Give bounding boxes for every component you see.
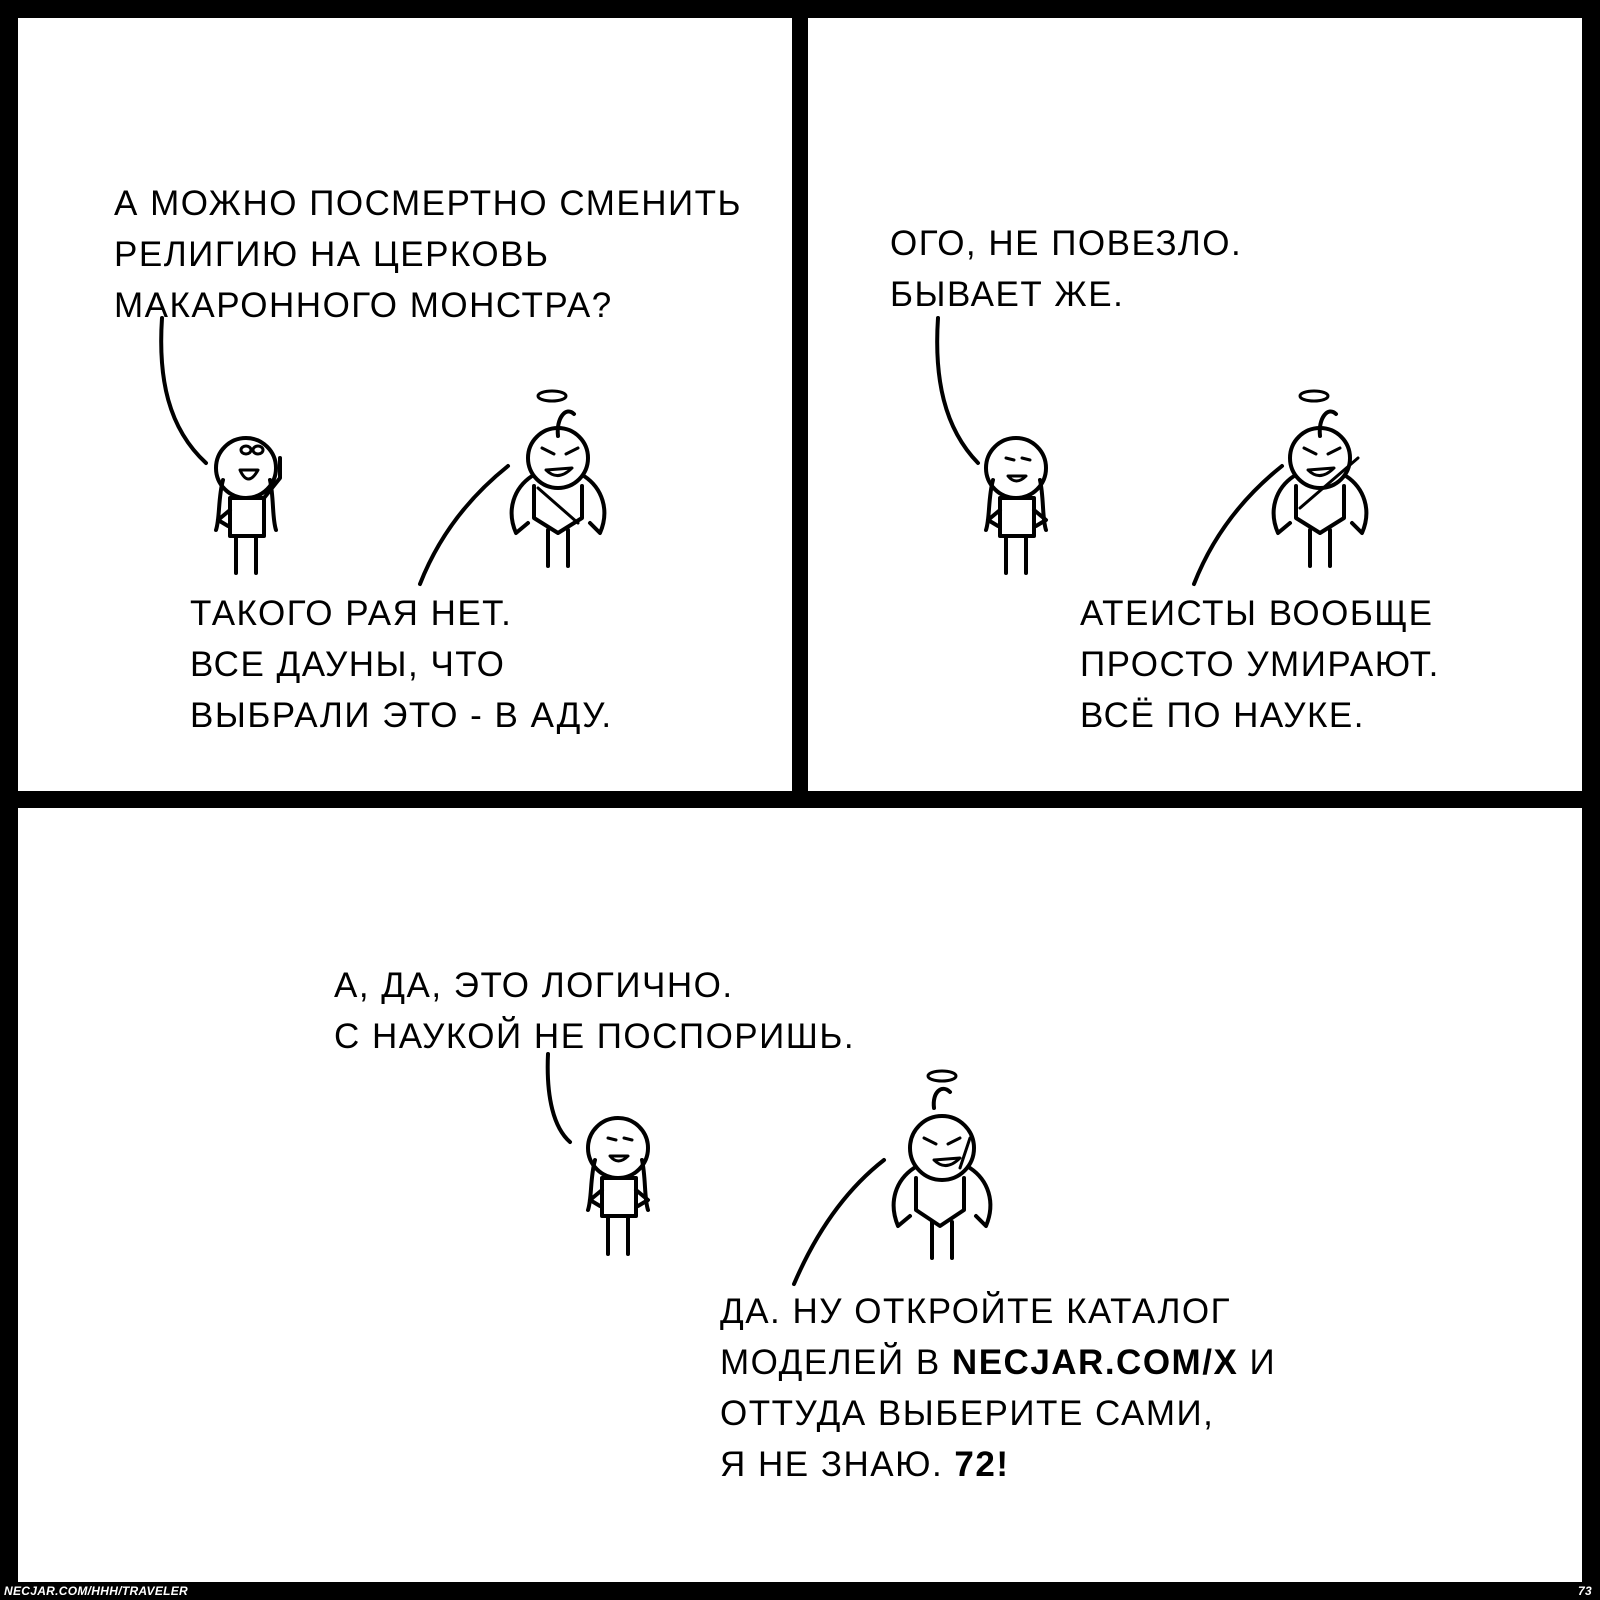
footer-credit: NECJAR.COM/HHH/TRAVELER [4, 1584, 189, 1598]
speech-question: ОГО, НЕ ПОВЕЗЛО. БЫВАЕТ ЖЕ. [890, 218, 1242, 320]
comic-panel-2: ОГО, НЕ ПОВЕЗЛО. БЫВАЕТ ЖЕ. АТЕИСТЫ ВООБ… [808, 18, 1582, 791]
speech-line: ТАКОГО РАЯ НЕТ. [190, 594, 513, 633]
speech-line: РЕЛИГИЮ НА ЦЕРКОВЬ [114, 235, 550, 274]
comic-panel-3: А, ДА, ЭТО ЛОГИЧНО. С НАУКОЙ НЕ ПОСПОРИШ… [18, 808, 1582, 1582]
speech-question: А, ДА, ЭТО ЛОГИЧНО. С НАУКОЙ НЕ ПОСПОРИШ… [334, 960, 855, 1062]
speech-line: ВСЁ ПО НАУКЕ. [1080, 696, 1365, 735]
human-character [586, 1116, 650, 1256]
angel-character [891, 1069, 993, 1260]
page-number: 73 [1578, 1584, 1592, 1598]
human-character [214, 436, 282, 575]
speech-tail [545, 1052, 572, 1144]
speech-line: А, ДА, ЭТО ЛОГИЧНО. [334, 966, 734, 1005]
speech-text: МОДЕЛЕЙ В [720, 1343, 952, 1382]
human-character [984, 436, 1048, 575]
comic-panel-1: А МОЖНО ПОСМЕРТНО СМЕНИТЬ РЕЛИГИЮ НА ЦЕР… [18, 18, 792, 791]
panel-1-drawing [159, 316, 607, 586]
speech-tail [792, 1158, 886, 1286]
panel-2-drawing [935, 316, 1369, 586]
angel-character [509, 389, 607, 568]
speech-question: А МОЖНО ПОСМЕРТНО СМЕНИТЬ РЕЛИГИЮ НА ЦЕР… [114, 178, 742, 331]
speech-line: ОТТУДА ВЫБЕРИТЕ САМИ, [720, 1394, 1215, 1433]
speech-line: А МОЖНО ПОСМЕРТНО СМЕНИТЬ [114, 184, 743, 223]
speech-line: ВСЕ ДАУНЫ, ЧТО [190, 645, 506, 684]
speech-line: АТЕИСТЫ ВООБЩЕ [1080, 594, 1434, 633]
speech-emphasis: 72! [954, 1445, 1010, 1484]
speech-line: ВЫБРАЛИ ЭТО - В АДУ. [190, 696, 613, 735]
speech-answer: ДА. НУ ОТКРОЙТЕ КАТАЛОГ МОДЕЛЕЙ В NECJAR… [720, 1286, 1276, 1490]
speech-line: ПРОСТО УМИРАЮТ. [1080, 645, 1440, 684]
speech-text: Я НЕ ЗНАЮ. [720, 1445, 955, 1484]
catalog-link: NECJAR.COM/X [951, 1343, 1239, 1382]
speech-text: И [1238, 1343, 1277, 1382]
speech-tail [1192, 464, 1284, 586]
speech-line: Я НЕ ЗНАЮ. 72! [720, 1439, 1276, 1490]
speech-line: БЫВАЕТ ЖЕ. [890, 275, 1125, 314]
speech-tail [418, 464, 510, 586]
speech-tail [159, 316, 208, 465]
speech-answer: АТЕИСТЫ ВООБЩЕ ПРОСТО УМИРАЮТ. ВСЁ ПО НА… [1080, 588, 1440, 741]
speech-line: МАКАРОННОГО МОНСТРА? [114, 286, 613, 325]
speech-tail [935, 316, 980, 465]
panel-3-drawing [545, 1052, 993, 1286]
angel-character [1271, 389, 1369, 568]
speech-line: ДА. НУ ОТКРОЙТЕ КАТАЛОГ [720, 1292, 1232, 1331]
speech-line: С НАУКОЙ НЕ ПОСПОРИШЬ. [334, 1017, 856, 1056]
speech-answer: ТАКОГО РАЯ НЕТ. ВСЕ ДАУНЫ, ЧТО ВЫБРАЛИ Э… [190, 588, 613, 741]
speech-line: МОДЕЛЕЙ В NECJAR.COM/X И [720, 1337, 1276, 1388]
speech-line: ОГО, НЕ ПОВЕЗЛО. [890, 224, 1243, 263]
